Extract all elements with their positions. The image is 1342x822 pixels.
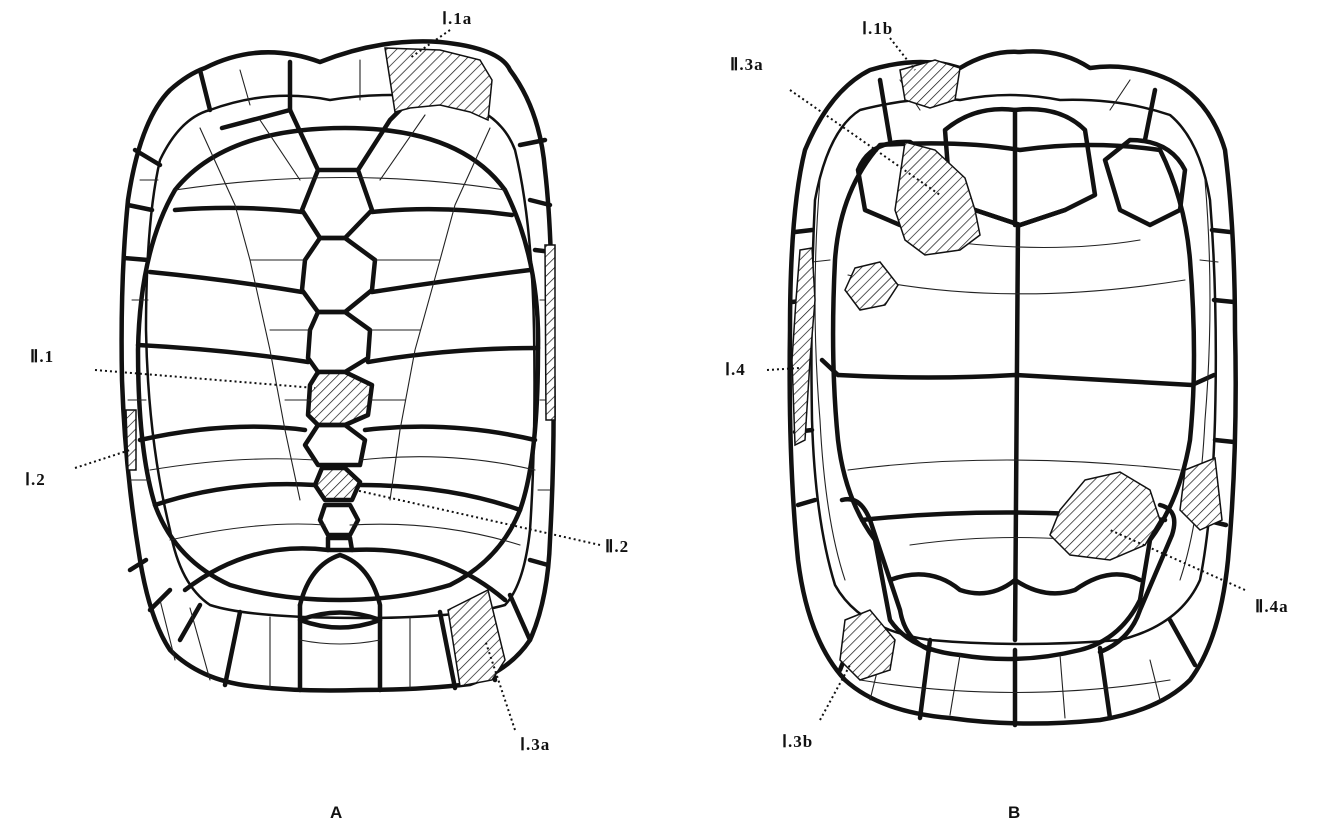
costal-seam-3: [138, 345, 308, 362]
costal-seam-4: [140, 427, 305, 440]
plastron-drawing: [790, 51, 1236, 725]
label-I2: Ⅰ.2: [25, 470, 46, 489]
damage-right-bridge-hatch: [1180, 458, 1222, 530]
costal-seam-4r: [365, 427, 535, 440]
label-II3a: Ⅱ.3a: [730, 55, 764, 74]
costal-seam-2r: [372, 270, 530, 292]
costal-seam-1: [175, 208, 302, 212]
vertebral-scute-2: [302, 238, 375, 312]
damage-II3a-hatch: [895, 142, 980, 255]
damage-I2-hatch: [126, 410, 136, 470]
plastron-midline-seam: [1015, 225, 1018, 640]
label-I4: Ⅰ.4: [725, 360, 746, 379]
damage-I1b-hatch: [900, 60, 960, 108]
panel-label-B: B: [1008, 803, 1020, 822]
label-I3a: Ⅰ.3a: [520, 735, 550, 754]
panel-label-A: A: [330, 803, 342, 822]
damage-right-edge-hatch: [545, 245, 555, 420]
damage-I3b-hatch: [840, 610, 895, 680]
label-II2: Ⅱ.2: [605, 537, 629, 556]
damage-I1a-hatch: [385, 48, 492, 120]
damage-II4a-hatch: [1050, 472, 1160, 560]
costal-seam-1r: [372, 209, 512, 215]
carapace-central-disc: [138, 128, 538, 600]
label-II1: Ⅱ.1: [30, 347, 54, 366]
label-II4a: Ⅱ.4a: [1255, 597, 1289, 616]
vertebral-scute-5: [305, 425, 365, 465]
damage-small-patch-hatch: [845, 262, 898, 310]
vertebral-scute-3: [308, 312, 370, 372]
costal-seam-5: [155, 484, 315, 505]
costal-seam-2: [150, 272, 302, 292]
label-I3b: Ⅰ.3b: [782, 732, 813, 751]
annotation-labels: Ⅰ.1a Ⅱ.1 Ⅰ.2 Ⅱ.2 Ⅰ.3a Ⅰ.1b Ⅱ.3a Ⅰ.4 Ⅱ.4a…: [25, 9, 1289, 822]
carapace-drawing: [122, 41, 555, 690]
vertebral-scute-8: [328, 538, 352, 550]
label-I1a: Ⅰ.1a: [442, 9, 472, 28]
label-I1b: Ⅰ.1b: [862, 19, 893, 38]
costal-seam-3r: [368, 348, 538, 362]
vertebral-scute-7: [320, 505, 358, 535]
vertebral-scute-1: [302, 170, 372, 238]
